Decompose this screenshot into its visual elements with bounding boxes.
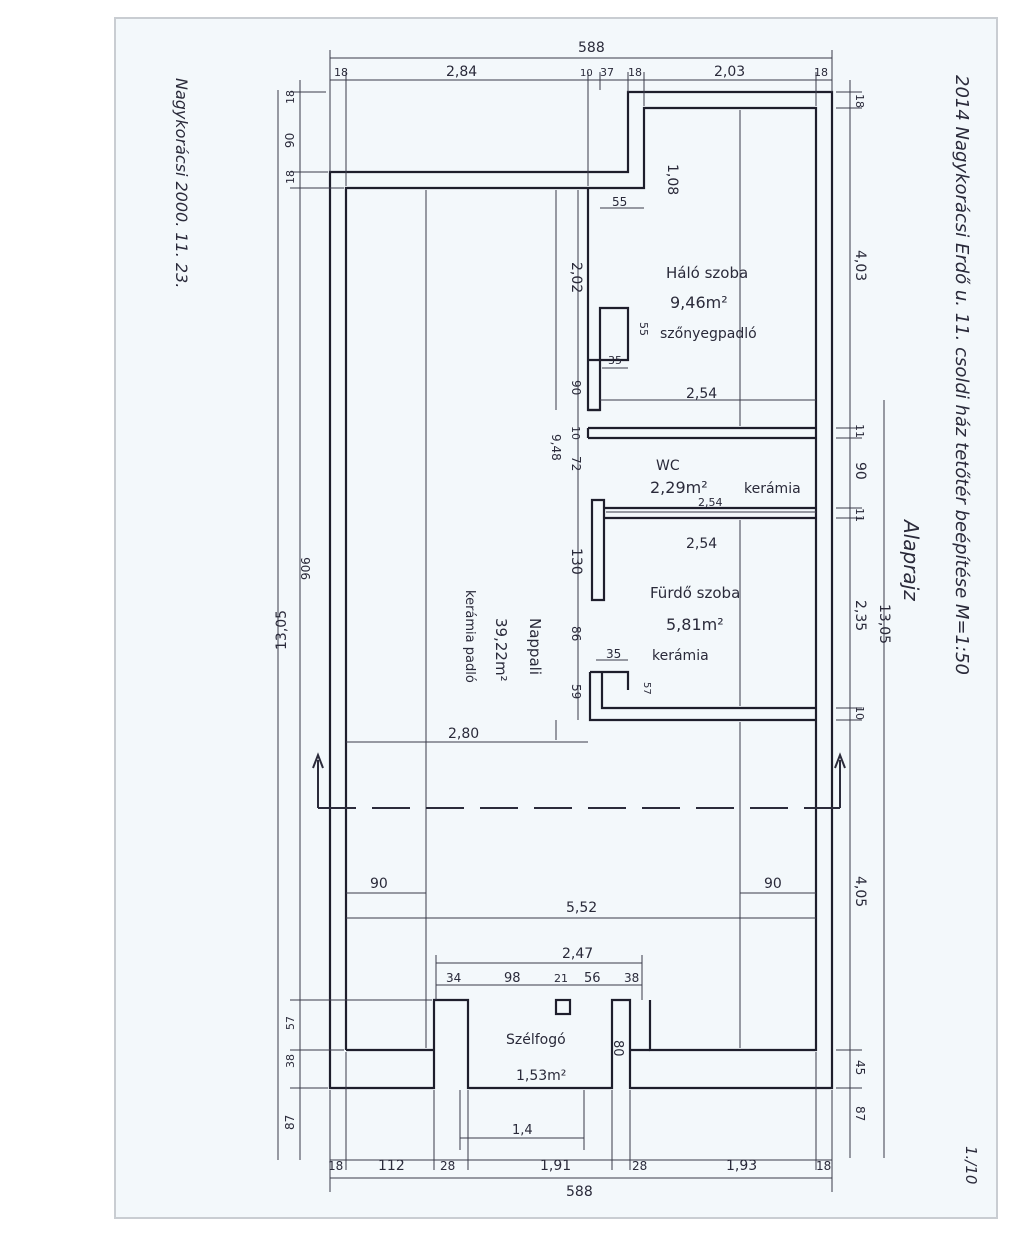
dim-top-seg: 18 [814, 66, 828, 79]
dim-interior: 1,08 [664, 164, 680, 195]
dim-left-inner: 906 [299, 557, 313, 580]
partition-wc-furdo [590, 498, 606, 602]
dim-interior: 38 [624, 971, 639, 985]
dim-left-seg: 38 [284, 1054, 297, 1068]
construction-lines [312, 110, 846, 1048]
dim-bottom-seg: 18 [328, 1159, 343, 1173]
room-name-wc: WC [656, 458, 680, 474]
dim-interior: 9,48 [549, 434, 563, 461]
dim-interior: 1,4 [512, 1123, 533, 1138]
drawing-title: 2014 Nagykorácsi Erdő u. 11. csoldi ház … [951, 75, 972, 675]
dimension-labels: 588 18 2,84 10 37 18 2,03 18 588 18 112 … [274, 40, 892, 1200]
dim-interior: 2,54 [686, 386, 717, 402]
dim-bottom-seg: 28 [632, 1159, 647, 1173]
dim-bottom-seg: 112 [378, 1158, 405, 1174]
dim-left-total: 13,05 [274, 610, 290, 650]
dim-right-seg: 45 [853, 1060, 867, 1075]
dim-left-seg: 90 [283, 133, 297, 148]
room-name-furdo: Fürdő szoba [650, 584, 740, 602]
dim-interior: 2,54 [698, 496, 723, 509]
dim-interior: 86 [569, 626, 583, 641]
dim-interior: 59 [569, 684, 583, 699]
dim-left-seg: 87 [283, 1115, 297, 1130]
room-name-halo: Háló szoba [666, 264, 748, 282]
dim-right-total: 13,05 [876, 604, 892, 644]
dim-left-seg: 57 [284, 1016, 297, 1030]
dim-interior: 2,47 [562, 946, 593, 962]
dimension-lines [277, 50, 885, 1192]
drawing-subtitle: Alaprajz [899, 518, 923, 601]
wall-furdo-nappali [588, 670, 816, 722]
dim-top-total: 588 [578, 40, 605, 56]
dim-right-seg: 90 [852, 462, 868, 480]
room-area-furdo: 5,81m² [666, 615, 724, 634]
room-name-nappali: Nappali [526, 618, 544, 675]
header: 2014 Nagykorácsi Erdő u. 11. csoldi ház … [172, 75, 980, 1184]
room-area-halo: 9,46m² [670, 293, 728, 312]
walls [328, 90, 834, 1090]
signature-date: Nagykorácsi 2000. 11. 23. [172, 78, 191, 288]
dim-right-seg: 2,35 [852, 600, 868, 631]
dim-right-seg: 87 [853, 1106, 867, 1121]
dim-top-seg: 18 [628, 66, 642, 79]
dim-interior: 90 [569, 380, 583, 395]
dim-bottom-seg: 28 [440, 1159, 455, 1173]
dim-interior: 5,52 [566, 900, 597, 916]
dim-bottom-seg: 18 [816, 1159, 831, 1173]
dim-right-seg: 4,05 [852, 876, 868, 907]
room-floor-wc: kerámia [744, 481, 801, 497]
room-floor-halo: szőnyegpadló [660, 326, 757, 342]
room-labels: Háló szoba 9,46m² szőnyegpadló WC 2,29m²… [462, 264, 801, 1084]
dim-right-seg: 11 [853, 508, 866, 522]
dim-bottom-seg: 1,93 [726, 1158, 757, 1174]
room-floor-nappali: kerámia padló [462, 590, 477, 683]
dim-interior: 2,54 [686, 536, 717, 552]
dim-top-seg: 2,03 [714, 64, 745, 80]
wall-halo-wc [586, 426, 816, 440]
room-area-nappali: 39,22m² [492, 618, 510, 682]
dim-left-seg: 18 [284, 90, 297, 104]
room-area-wc: 2,29m² [650, 478, 708, 497]
dim-right-seg: 10 [853, 706, 866, 720]
dim-interior: 72 [569, 456, 583, 471]
dim-interior: 35 [606, 647, 621, 661]
room-area-szelfogo: 1,53m² [516, 1068, 566, 1084]
dim-bottom-total: 588 [566, 1184, 593, 1200]
dim-interior: 130 [568, 548, 584, 575]
page-number: 1./10 [962, 1146, 980, 1184]
section-arrow-right [834, 752, 846, 808]
outer-wall [328, 90, 834, 1090]
dim-interior: 55 [612, 195, 627, 209]
dim-right-seg: 4,03 [852, 250, 868, 281]
dim-interior: 55 [637, 322, 650, 336]
dim-top-seg: 10 [580, 68, 593, 79]
dim-right-seg: 18 [853, 94, 866, 108]
dim-interior: 57 [641, 682, 652, 695]
dim-interior: 34 [446, 971, 461, 985]
wall-wc-furdo [604, 506, 816, 520]
room-floor-furdo: kerámia [652, 648, 709, 664]
room-name-szelfogo: Szélfogó [506, 1032, 566, 1048]
dim-interior: 2,80 [448, 726, 479, 742]
section-arrow-left [312, 752, 324, 808]
chimney [554, 998, 572, 1016]
dim-interior: 98 [504, 971, 521, 986]
dim-top-seg: 18 [334, 66, 348, 79]
dim-interior: 35 [608, 354, 622, 367]
dim-right-seg: 11 [853, 424, 866, 438]
dim-interior: 90 [370, 876, 388, 892]
dim-interior: 10 [569, 426, 582, 440]
dim-interior: 21 [554, 972, 568, 985]
dim-top-seg: 37 [600, 66, 614, 79]
dim-interior: 56 [584, 971, 601, 986]
dim-interior: 80 [610, 1040, 625, 1057]
inner-wall [344, 106, 818, 1052]
dim-bottom-seg: 1,91 [540, 1158, 571, 1174]
dim-interior: 2,02 [568, 262, 584, 293]
dim-top-seg: 2,84 [446, 64, 477, 80]
dim-interior: 90 [764, 876, 782, 892]
dim-left-seg: 18 [284, 170, 297, 184]
